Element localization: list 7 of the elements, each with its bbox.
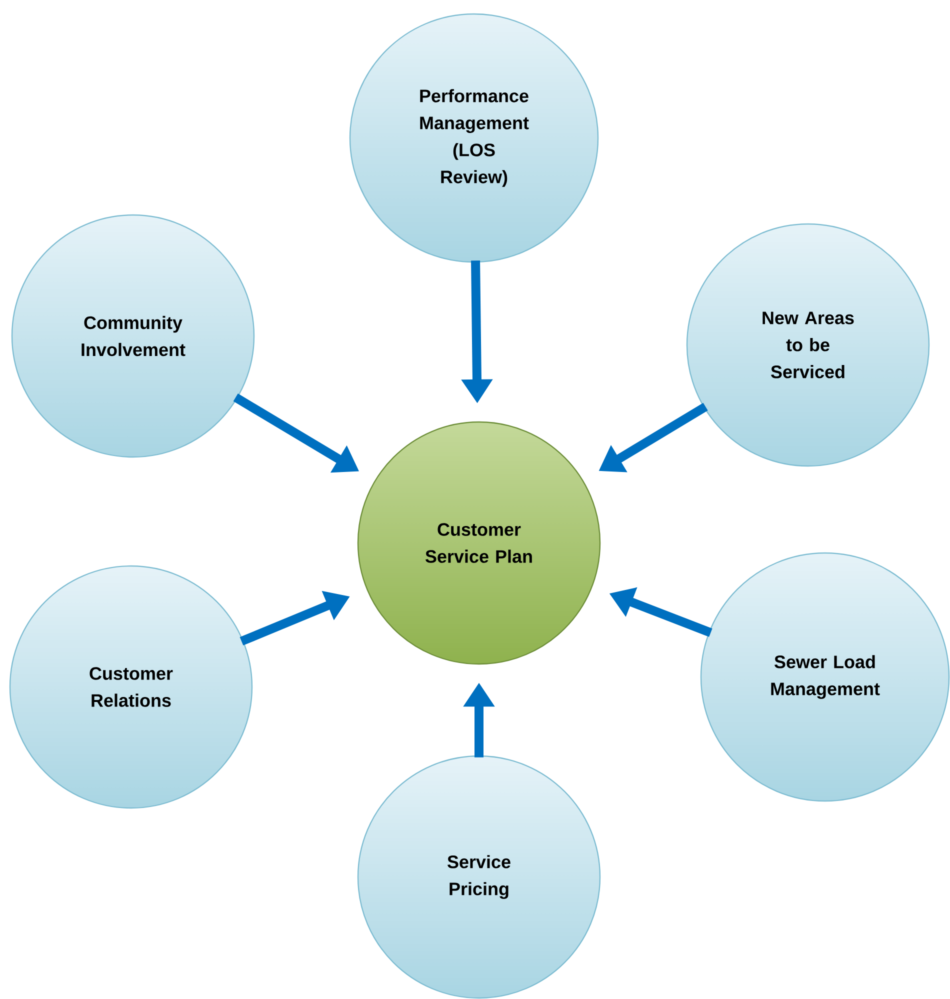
circle-node: Service Pricing xyxy=(357,755,601,999)
circle-node: Sewer Load Management xyxy=(700,552,950,802)
circle-node: Community Involvement xyxy=(11,214,255,458)
circle-node: Customer Service Plan xyxy=(357,421,601,665)
circle-node: Customer Relations xyxy=(9,565,253,809)
circle-node: New Areas to be Serviced xyxy=(686,223,930,467)
circle-node: Performance Management (LOS Review) xyxy=(349,13,599,263)
